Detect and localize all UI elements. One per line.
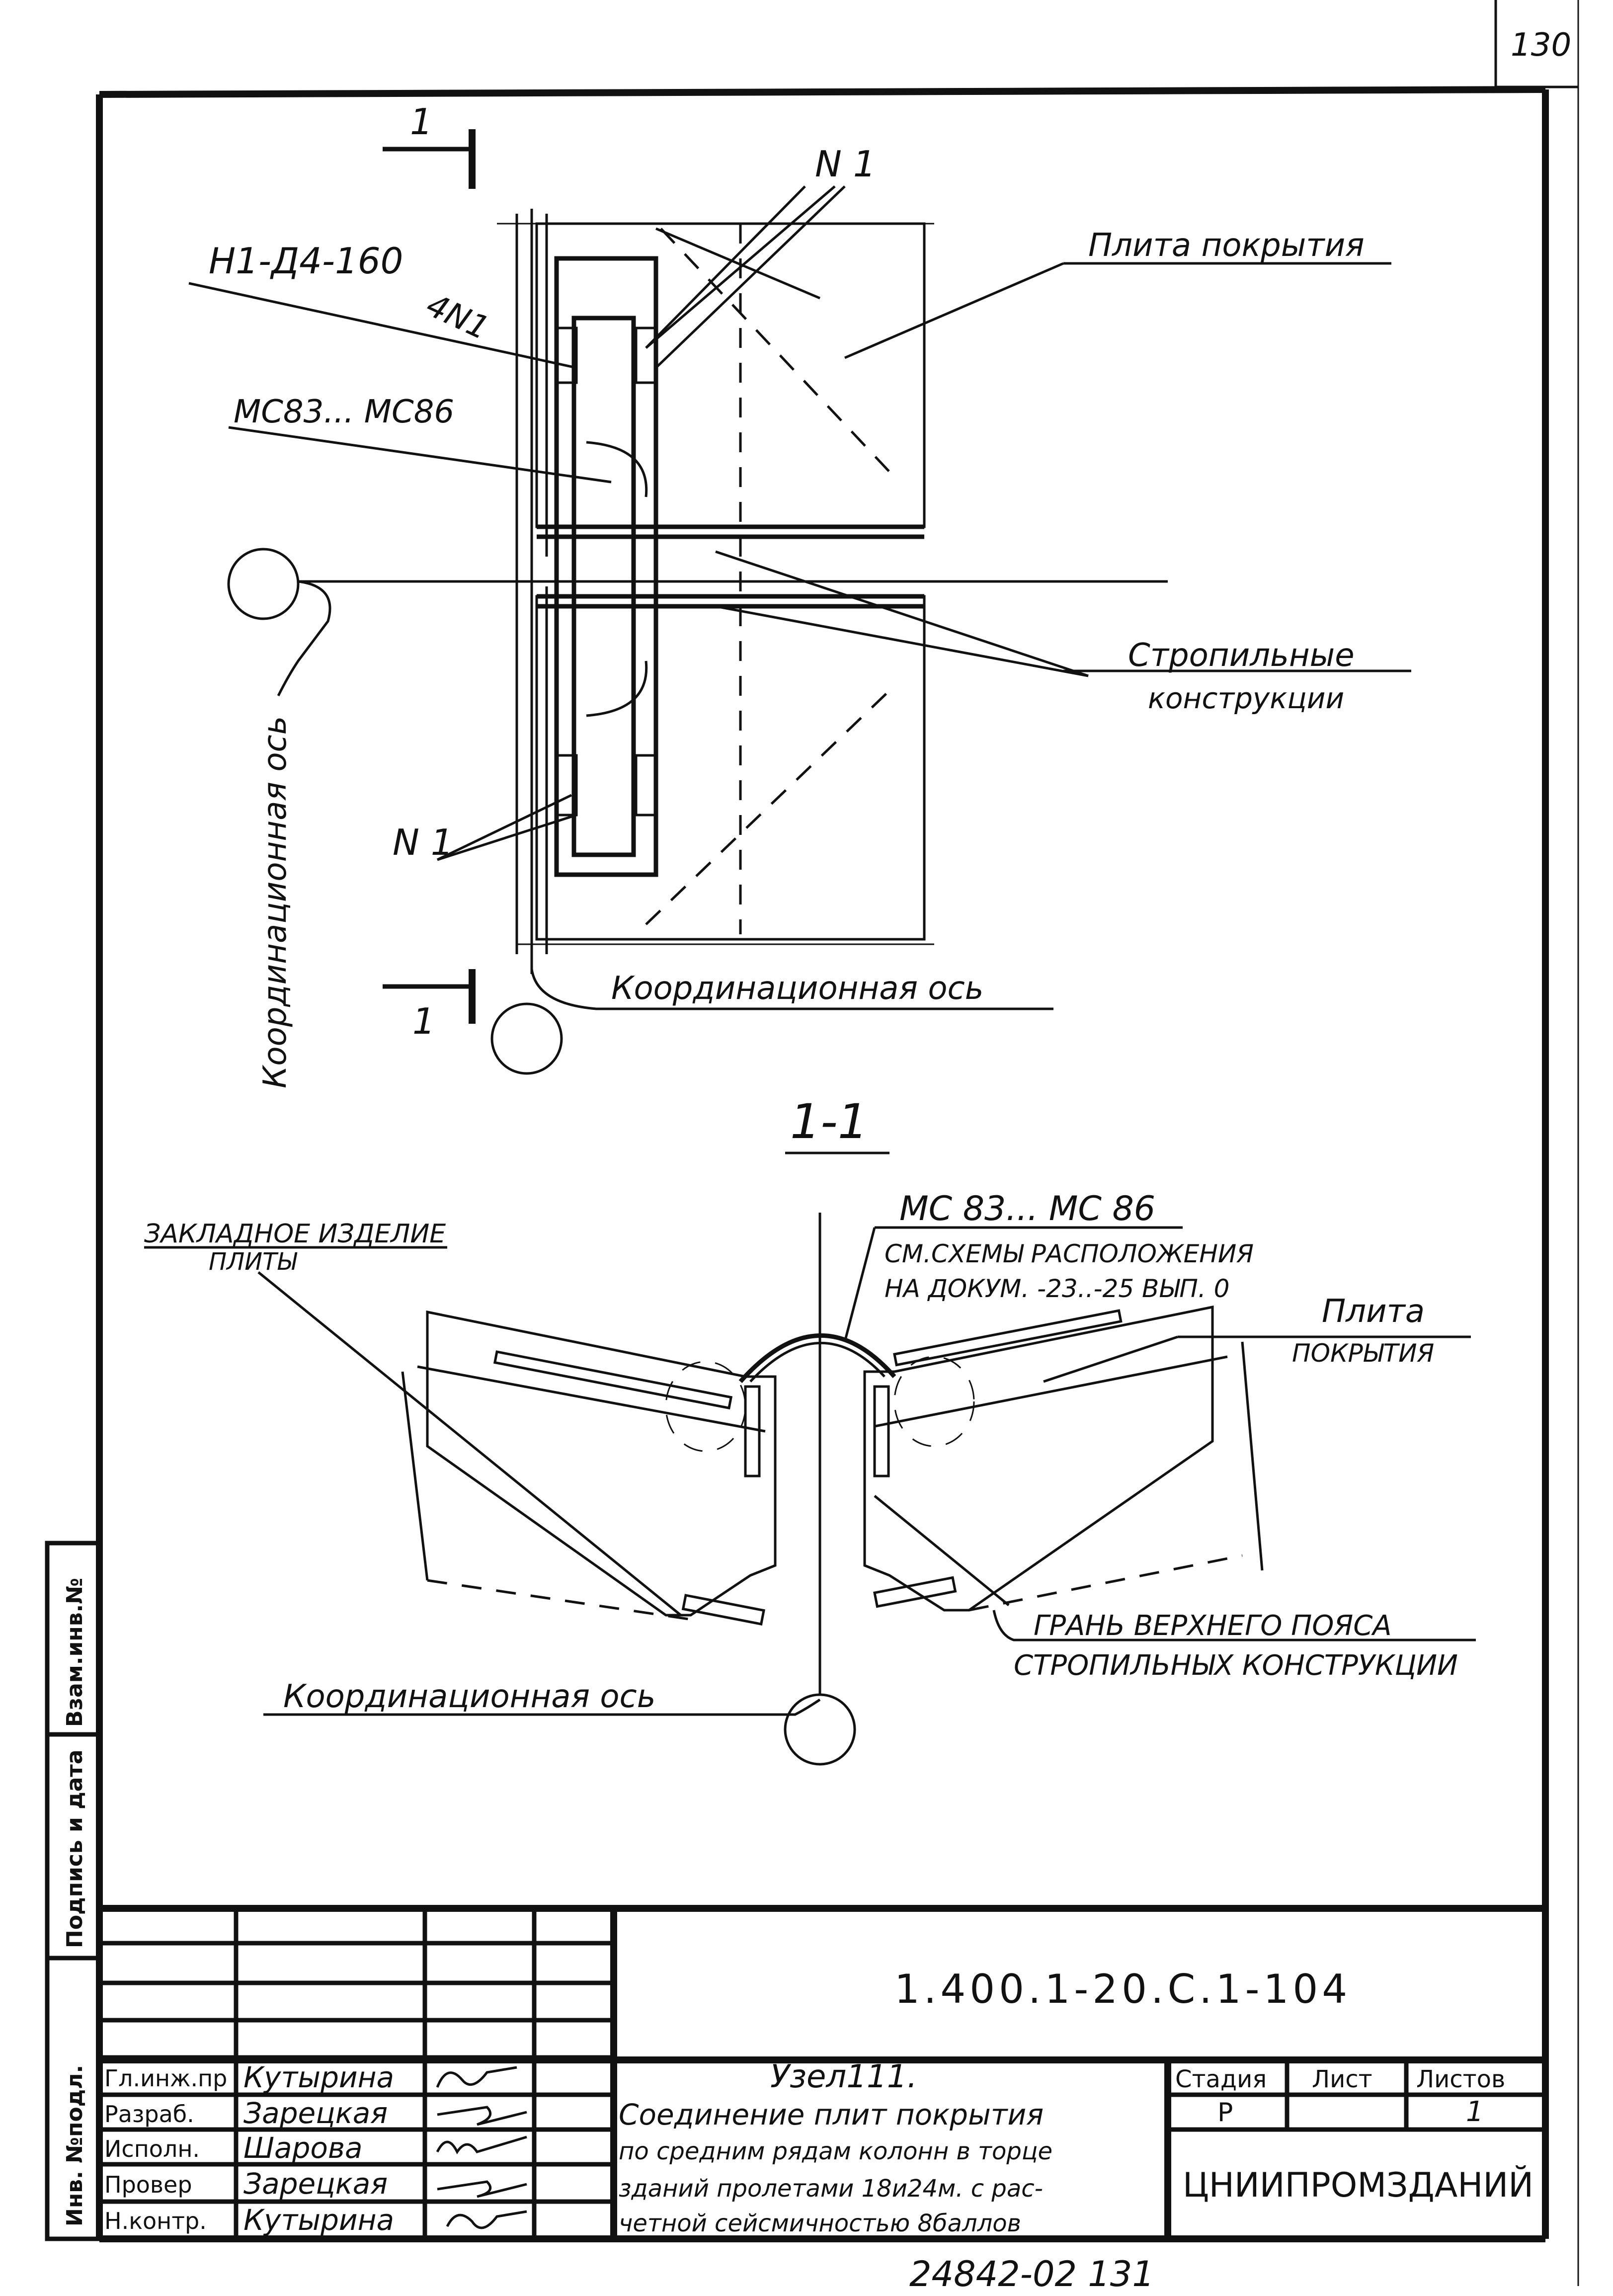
bottom-code: 24842-02 131 [909, 2254, 1154, 2295]
role-developer: Разраб. [104, 2101, 194, 2128]
sheets-header: Листов [1416, 2065, 1505, 2093]
label-see-schemes-1: СМ.СХЕМЫ РАСПОЛОЖЕНИЯ [885, 1239, 1254, 1268]
label-embedded-1: ЗАКЛАДНОЕ ИЗДЕЛИЕ [144, 1219, 446, 1249]
name-chief-engineer: Кутырина [243, 2060, 394, 2094]
sheet-number: 130 [1511, 27, 1571, 64]
sheet-frame [96, 0, 1579, 2286]
stamp-inv-original: Инв. №подл. [62, 2065, 87, 2226]
title-line-4: зданий пролетами 18и24м. с рас- [619, 2175, 1043, 2203]
sheets-value: 1 [1466, 2096, 1484, 2128]
stage-header: Стадия [1175, 2065, 1267, 2093]
title-block-grid [99, 1905, 1545, 2242]
label-axis-section: Координационная ось [283, 1678, 655, 1715]
section-mark-top: 1 [410, 101, 433, 143]
label-axis-horizontal: Координационная ось [611, 970, 983, 1007]
stamp-sign-date: Подпись и дата [62, 1749, 87, 1948]
side-stamp [45, 1541, 102, 2241]
label-plate-section-2: ПОКРЫТИЯ [1292, 1339, 1434, 1368]
label-mc83-mc86-section: МС 83... МС 86 [899, 1189, 1155, 1229]
signatures [436, 2066, 527, 2229]
role-norm-control: Н.контр. [104, 2208, 207, 2234]
label-n1-bottom: N 1 [393, 821, 454, 863]
section-view [144, 1213, 1476, 1766]
name-norm-control: Кутырина [243, 2203, 394, 2237]
label-roof-plate-plan: Плита покрытия [1088, 227, 1365, 264]
role-chief-engineer: Гл.инж.пр [104, 2065, 227, 2092]
name-developer: Зарецкая [243, 2096, 388, 2130]
organization: ЦНИИПРОМЗДАНИЙ [1183, 2165, 1533, 2205]
title-line-1: Узел111. [770, 2058, 917, 2095]
role-executor: Исполн. [104, 2135, 200, 2162]
label-axis-vertical: Координационная ось [257, 716, 294, 1088]
sheet-header: Лист [1312, 2065, 1372, 2093]
label-plate-section-1: Плита [1322, 1293, 1425, 1330]
title-line-2: Соединение плит покрытия [619, 2098, 1044, 2132]
stamp-replace-inv: Взам.инв.№ [62, 1578, 87, 1727]
label-see-schemes-2: НА ДОКУМ. -23..-25 ВЫП. 0 [885, 1274, 1229, 1303]
label-edge-1: ГРАНЬ ВЕРХНЕГО ПОЯСА [1034, 1610, 1392, 1642]
role-checker: Провер [104, 2171, 192, 2198]
section-mark-bottom: 1 [412, 1000, 435, 1042]
label-4n1: 4N1 [421, 287, 494, 347]
document-code: 1.400.1-20.С.1-104 [894, 1966, 1351, 2012]
label-h1-d4-160: Н1-Д4-160 [209, 240, 403, 282]
stage-value: Р [1217, 2098, 1233, 2128]
label-edge-2: СТРОПИЛЬНЫХ КОНСТРУКЦИИ [1014, 1649, 1458, 1682]
section-title: 1-1 [790, 1094, 868, 1149]
plan-view: 1 1 [188, 101, 1411, 1075]
label-rafters-2: конструкции [1148, 681, 1344, 715]
label-rafters-1: Стропильные [1128, 637, 1355, 674]
label-n1-top: N 1 [815, 143, 876, 185]
name-executor: Шарова [243, 2131, 363, 2165]
label-embedded-2: ПЛИТЫ [209, 1248, 298, 1276]
name-checker: Зарецкая [243, 2167, 388, 2201]
title-line-3: по средним рядам колонн в торце [619, 2137, 1052, 2165]
label-mc83-mc86-plan: МС83... МС86 [234, 394, 454, 430]
title-line-5: четной сейсмичностью 8баллов [619, 2210, 1021, 2237]
